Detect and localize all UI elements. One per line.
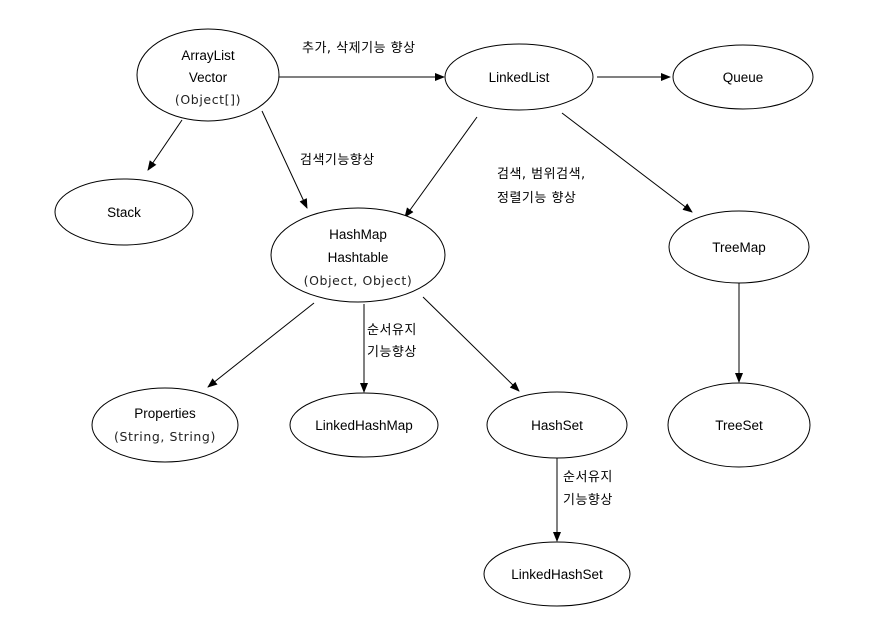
node-treemap-shape [668, 210, 810, 284]
node-treemap: TreeMap [668, 210, 810, 284]
edge-label-add-delete: 추가, 삭제기능 향상 [302, 41, 416, 56]
node-properties-label-1: Properties [134, 406, 196, 421]
node-hashset-shape [486, 391, 628, 459]
node-linkedlist: LinkedList [444, 43, 594, 111]
node-arraylist-label-2: Vector [189, 70, 228, 85]
node-properties-label-2: (String, String) [114, 429, 216, 444]
edge-label-order-map-line1: 순서유지 [367, 323, 417, 338]
node-hashmap-label-3: (Object, Object) [304, 273, 413, 288]
edges [147, 73, 743, 542]
edge-linkedlist-treemap [561, 112, 693, 213]
node-linkedlist-label: LinkedList [489, 70, 550, 85]
node-linkedhashset-shape [483, 541, 631, 607]
node-linkedlist-shape [444, 43, 594, 111]
edge-label-search-range-line1: 검색, 범위검색, [497, 167, 586, 182]
node-queue-label: Queue [723, 70, 764, 85]
edge-arraylist-hashmap [261, 110, 308, 209]
node-linkedhashset: LinkedHashSet [483, 541, 631, 607]
node-linkedhashset-label: LinkedHashSet [511, 567, 603, 582]
node-arraylist-label-1: ArrayList [181, 48, 235, 63]
edge-label-order-set-line2: 기능향상 [563, 493, 613, 508]
edge-hashmap-properties [207, 302, 315, 388]
edge-label-order-set-line1: 순서유지 [563, 470, 613, 485]
node-hashmap: HashMap Hashtable (Object, Object) [270, 207, 446, 303]
node-stack-shape [54, 178, 194, 246]
node-hashset: HashSet [486, 391, 628, 459]
node-arraylist: ArrayList Vector (Object[]) [136, 28, 280, 122]
edge-hashmap-hashset [422, 296, 520, 392]
edge-label-order-map-line2: 기능향상 [367, 345, 417, 360]
node-linkedhashmap: LinkedHashMap [289, 392, 439, 458]
node-arraylist-shape [136, 28, 280, 122]
node-hashset-label: HashSet [531, 418, 583, 433]
node-treeset-label: TreeSet [715, 418, 763, 433]
node-treeset: TreeSet [667, 382, 811, 468]
node-hashmap-label-1: HashMap [329, 227, 387, 242]
edge-linkedlist-hashmap [404, 116, 478, 218]
edge-labels: 추가, 삭제기능 향상 검색기능향상 검색, 범위검색, 정렬기능 향상 순서유… [300, 41, 613, 508]
node-stack-label: Stack [107, 205, 141, 220]
node-treemap-label: TreeMap [712, 240, 766, 255]
node-treeset-shape [667, 382, 811, 468]
edge-label-search-range-line2: 정렬기능 향상 [497, 191, 576, 206]
node-properties-shape [91, 387, 239, 463]
node-queue-shape [672, 44, 814, 110]
node-properties: Properties (String, String) [91, 387, 239, 463]
node-hashmap-label-2: Hashtable [328, 250, 389, 265]
node-hashmap-shape [270, 207, 446, 303]
node-linkedhashmap-shape [289, 392, 439, 458]
edge-label-search: 검색기능향상 [300, 153, 375, 168]
node-arraylist-label-3: (Object[]) [175, 92, 241, 107]
edge-arraylist-stack [147, 119, 183, 171]
node-queue: Queue [672, 44, 814, 110]
node-linkedhashmap-label: LinkedHashMap [315, 418, 413, 433]
node-stack: Stack [54, 178, 194, 246]
